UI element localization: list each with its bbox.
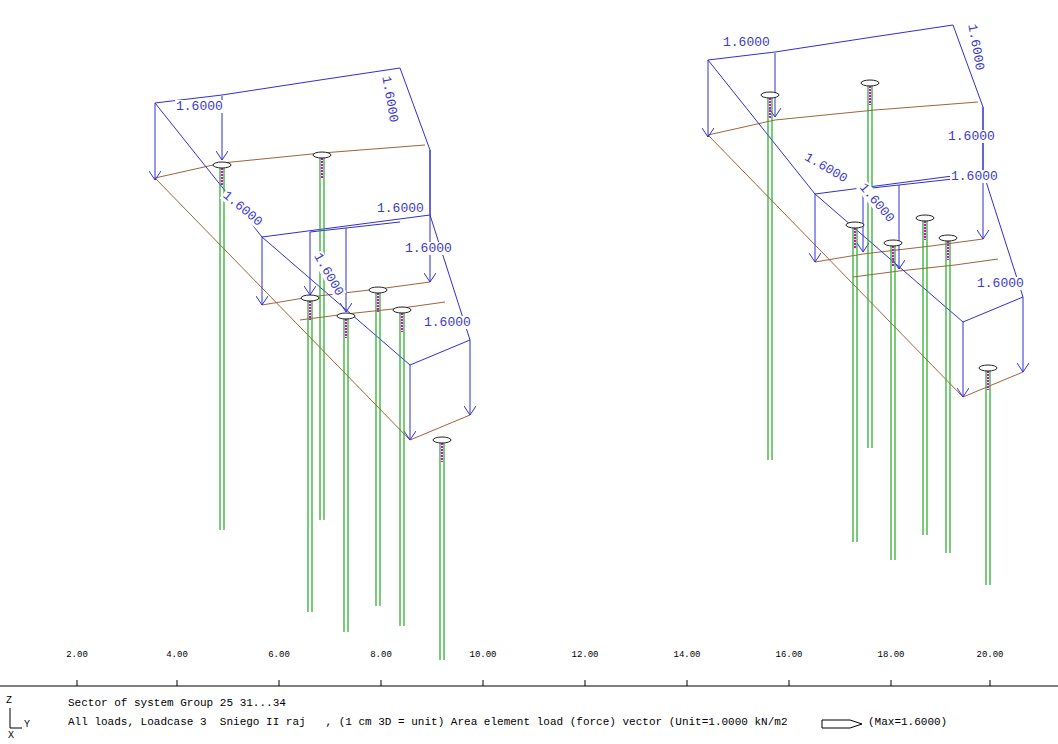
load-value: 1.6000 (379, 74, 400, 124)
axis-letter: X (8, 731, 14, 741)
axis-tick-label: 2.00 (66, 651, 88, 660)
axis-tick-label: 20.00 (976, 651, 1003, 660)
axis-tick-label: 14.00 (673, 651, 700, 660)
axis-letter: Y (24, 720, 30, 730)
axis-tick-label: 12.00 (571, 651, 598, 660)
footer-text: (Max=1.6000) (868, 717, 947, 728)
axis-tick-label: 6.00 (268, 651, 290, 660)
load-value: 1.6000 (311, 250, 347, 299)
load-value: 1.6000 (802, 150, 851, 186)
load-value: 1.6000 (376, 202, 425, 215)
axis-tick-label: 16.00 (775, 651, 802, 660)
load-value: 1.6000 (175, 100, 224, 113)
load-value: 1.6000 (950, 170, 999, 183)
footer-text: All loads, Loadcase 3 Sniego II raj , (1… (68, 717, 788, 728)
load-value: 1.6000 (404, 242, 453, 255)
load-value: 1.6000 (856, 180, 897, 226)
axis-tick-label: 10.00 (469, 651, 496, 660)
axis-tick-label: 8.00 (370, 651, 392, 660)
axis-letter: Z (6, 696, 12, 706)
axis-tick-label: 4.00 (166, 651, 188, 660)
footer-text: Sector of system Group 25 31...34 (68, 698, 286, 709)
load-value: 1.6000 (976, 277, 1025, 290)
load-value: 1.6000 (423, 316, 472, 329)
load-value: 1.6000 (965, 22, 986, 72)
load-value: 1.6000 (220, 188, 266, 229)
load-value: 1.6000 (722, 36, 771, 49)
load-value: 1.6000 (947, 130, 996, 143)
axis-tick-label: 18.00 (877, 651, 904, 660)
